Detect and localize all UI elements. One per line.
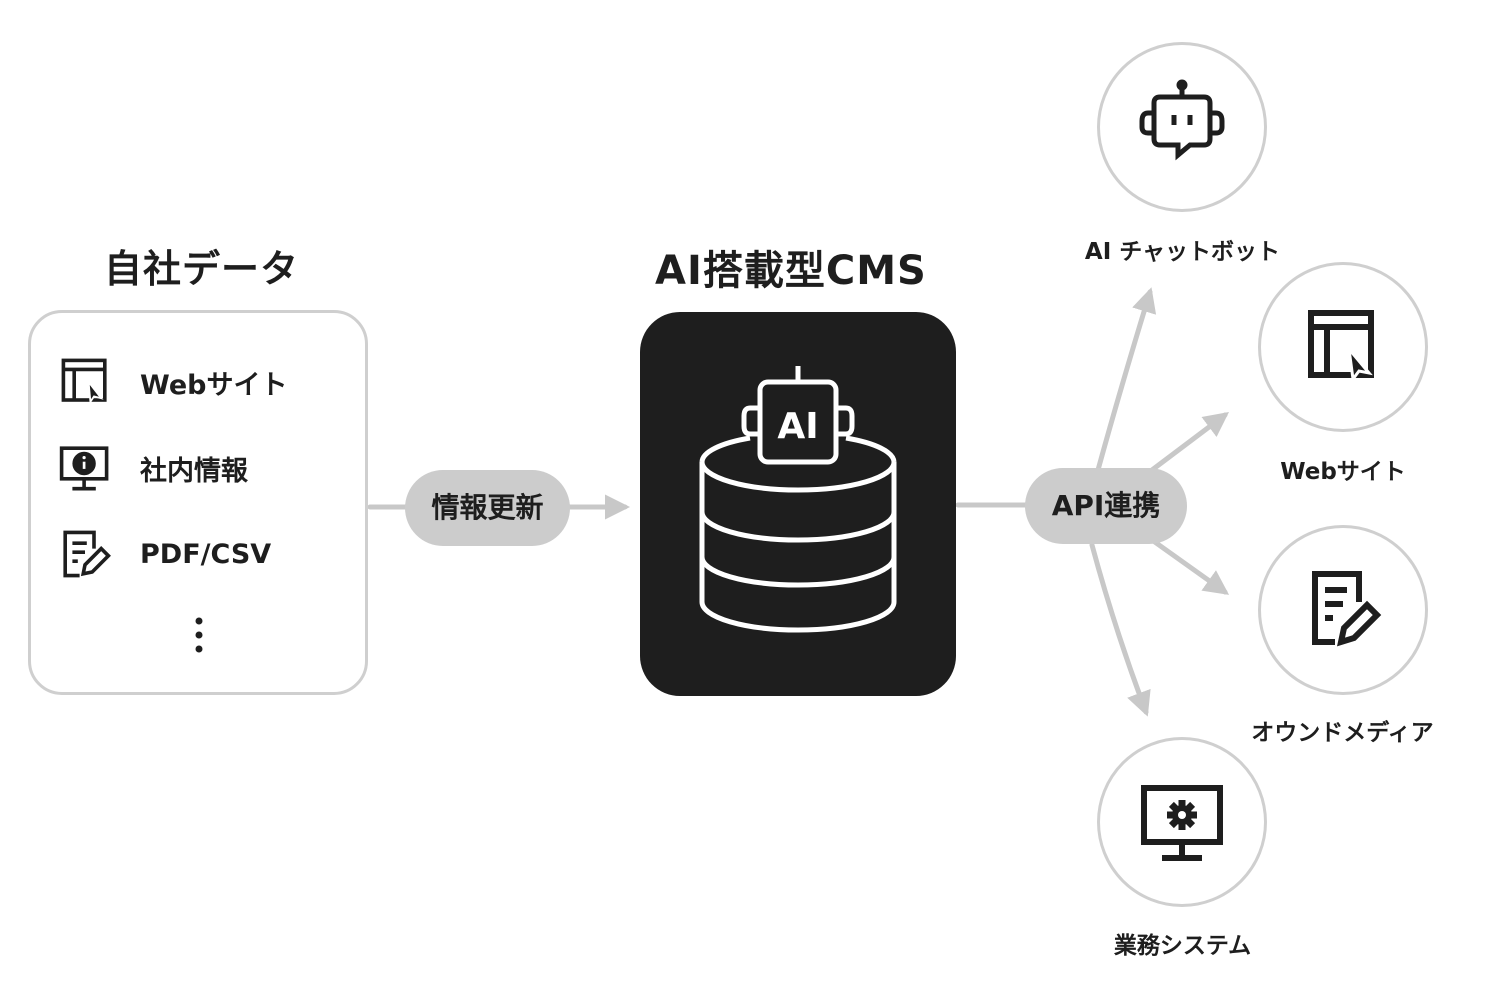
source-item-pdf-csv: PDF/CSV — [58, 527, 271, 581]
target-website-circle — [1258, 262, 1428, 432]
website-icon — [1308, 310, 1374, 383]
target-label: 業務システム — [1113, 933, 1252, 959]
arrow-to-website — [1149, 411, 1229, 473]
ai-badge-text: AI — [777, 406, 818, 447]
source-data-panel — [28, 310, 368, 695]
source-item-label: PDF/CSV — [140, 538, 272, 570]
update-label-pill: 情報更新 — [405, 470, 570, 546]
target-label: オウンドメディア — [1251, 720, 1434, 746]
source-item-label: 社内情報 — [140, 455, 248, 487]
vertical-ellipsis-icon — [195, 617, 203, 653]
chatbot-icon — [1139, 79, 1225, 161]
arrow-to-chatbot — [1095, 287, 1157, 473]
source-item-website: Webサイト — [58, 355, 287, 409]
document-edit-icon — [1312, 571, 1382, 647]
api-label-pill: API連携 — [1025, 468, 1187, 544]
cms-heading: AI搭載型CMS — [655, 248, 927, 294]
source-item-label: Webサイト — [140, 369, 288, 401]
ai-robot-database-icon: AI — [699, 366, 897, 633]
website-icon — [61, 358, 107, 405]
target-label: Webサイト — [1280, 459, 1406, 485]
monitor-gear-icon — [1141, 785, 1223, 861]
document-edit-icon — [63, 530, 111, 578]
source-item-internal-info: 社内情報 — [58, 441, 248, 495]
arrow-to-business-system — [1089, 542, 1151, 717]
target-business-system-circle — [1097, 737, 1267, 907]
arrow-to-owned-media — [1149, 537, 1230, 595]
target-owned-media-circle — [1258, 525, 1428, 695]
ai-cms-panel: AI — [640, 312, 956, 696]
target-chatbot-circle — [1097, 42, 1267, 212]
info-monitor-icon — [59, 446, 109, 491]
target-label: AI チャットボット — [1084, 239, 1281, 265]
source-heading: 自社データ — [104, 247, 300, 291]
